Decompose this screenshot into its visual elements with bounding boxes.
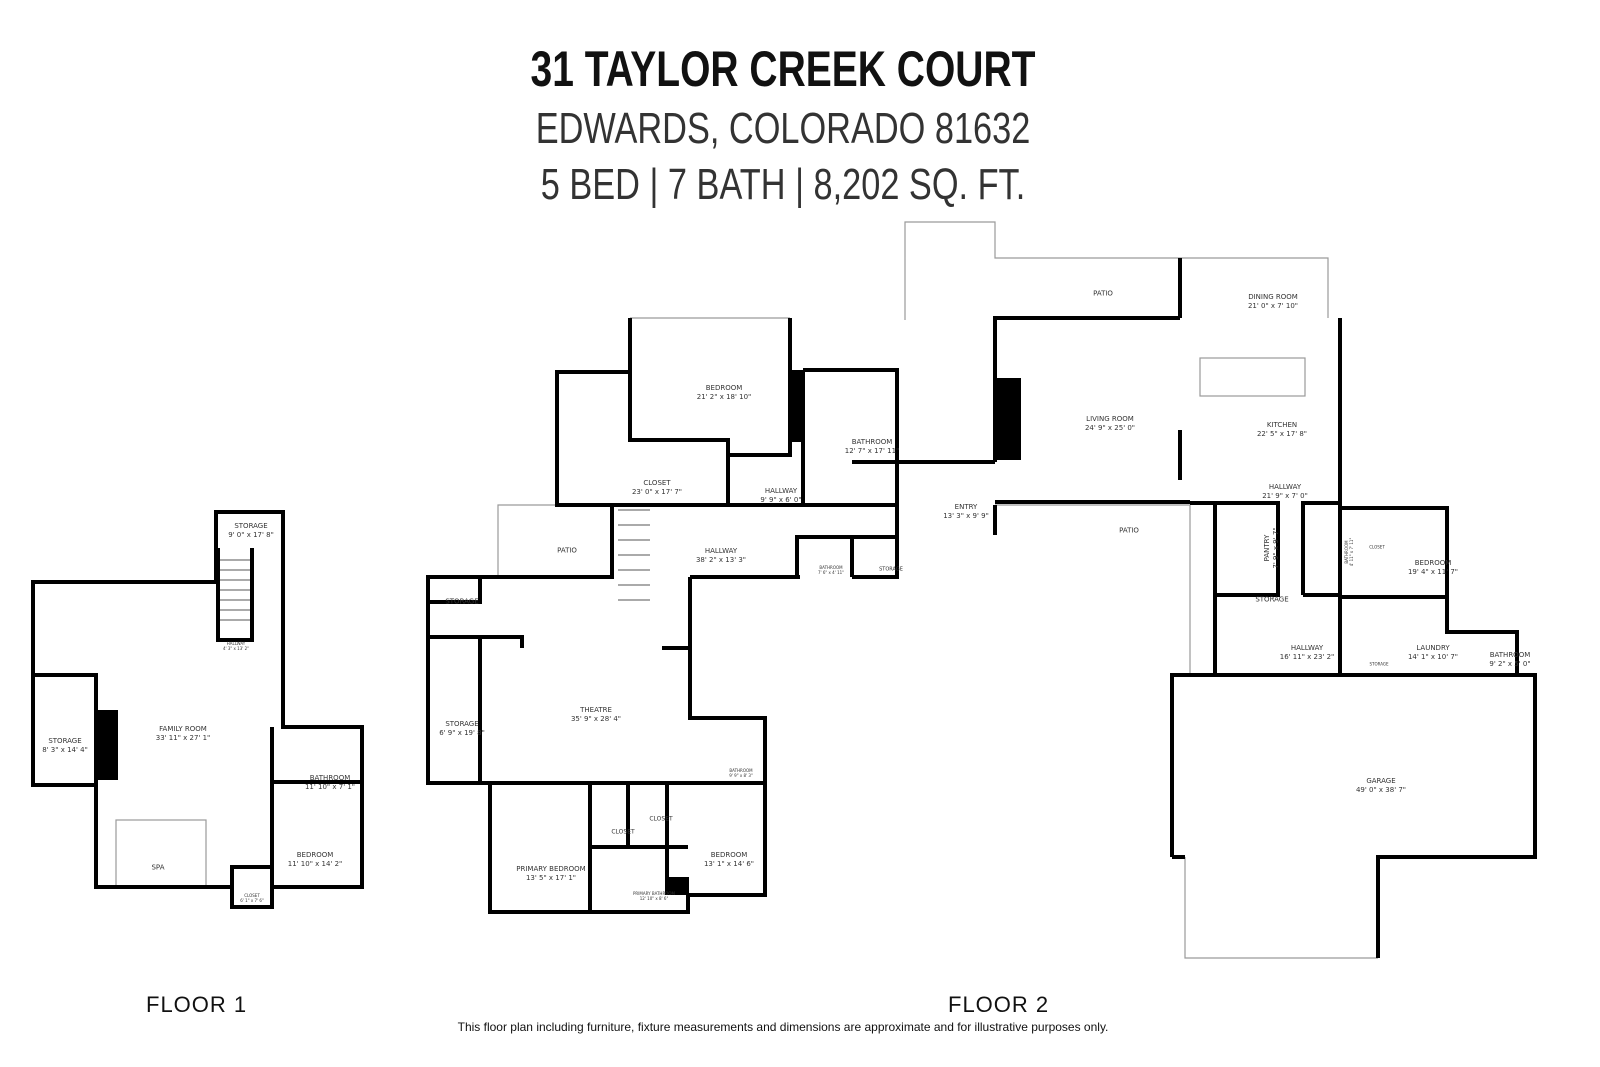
fireplace	[667, 877, 689, 895]
walls	[31, 258, 1537, 958]
outdoor-outlines	[115, 221, 1378, 959]
floor-1-label: FLOOR 1	[146, 992, 248, 1017]
stairs	[220, 509, 650, 621]
room-patio: PATIO	[557, 546, 577, 555]
room-patio: PATIO	[1093, 289, 1113, 298]
property-address: 31 TAYLOR CREEK COURT	[530, 41, 1036, 97]
floor-2-label: FLOOR 2	[948, 992, 1050, 1017]
disclaimer: This floor plan including furniture, fix…	[457, 1020, 1109, 1034]
room-closet: CLOSET	[649, 815, 673, 823]
room-storage: STORAGE	[445, 597, 479, 606]
fireplace	[995, 378, 1021, 460]
fireplaces	[96, 370, 1021, 895]
room-storage: STORAGE	[1369, 661, 1389, 667]
property-summary: 5 BED | 7 BATH | 8,202 SQ. FT.	[540, 160, 1026, 209]
room-storage: STORAGE	[1255, 595, 1289, 604]
room-closet: CLOSET	[611, 828, 635, 836]
fireplace	[96, 710, 118, 780]
room-spa: SPA	[151, 863, 165, 872]
room-patio: PATIO	[1119, 526, 1139, 535]
property-city: EDWARDS, COLORADO 81632	[535, 104, 1031, 153]
room-storage: STORAGE	[879, 566, 903, 573]
fireplace	[790, 370, 804, 442]
room-closet: CLOSET	[1369, 544, 1385, 550]
